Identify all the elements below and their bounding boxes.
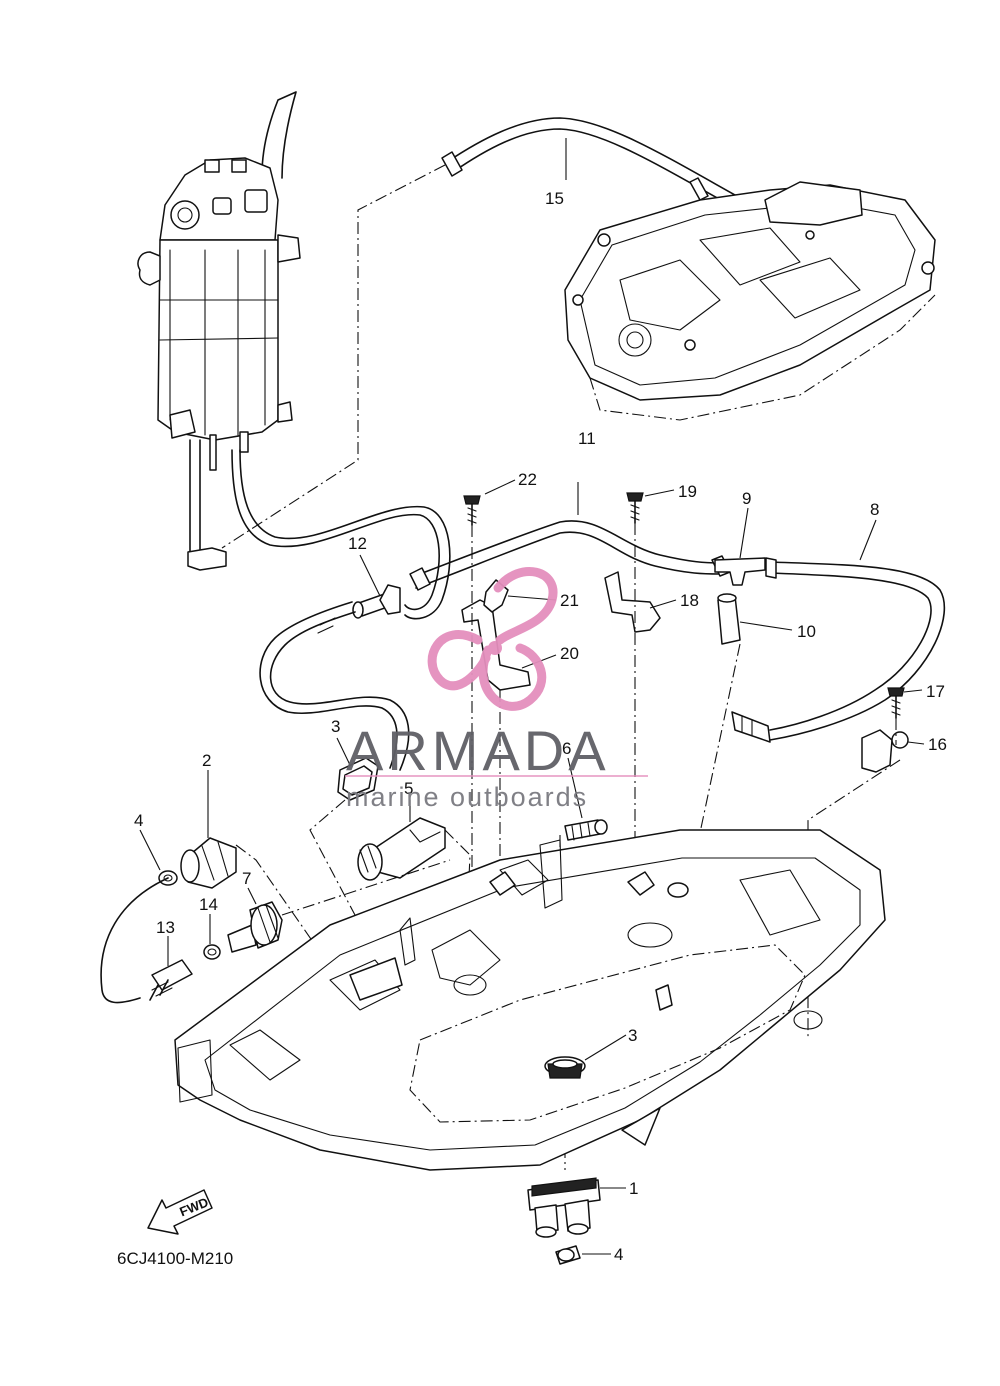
callout-18: 18	[680, 591, 699, 610]
callout-15: 15	[545, 189, 564, 208]
callout-8: 8	[870, 500, 879, 519]
joint-7	[227, 859, 451, 953]
upper-casing	[564, 181, 936, 421]
callout-14: 14	[199, 895, 218, 914]
bolt-17	[887, 687, 905, 719]
hose-13	[100, 877, 193, 1004]
hose-10	[717, 593, 741, 645]
hose-8	[731, 557, 946, 743]
drawing-code: 6CJ4100-M210	[117, 1249, 233, 1268]
callout-3-upper: 3	[331, 717, 340, 736]
joint-9	[714, 557, 766, 586]
bottom-cowling	[174, 829, 886, 1171]
bracket-18	[604, 571, 661, 633]
callout-10: 10	[797, 622, 816, 641]
callout-4-lower: 4	[614, 1245, 623, 1264]
callout-labels: 15 22 11 19 9 8 12 21 18 10 20 17 16 3 6…	[134, 189, 947, 1264]
vapor-separator-assembly	[137, 91, 451, 620]
callout-3-lower: 3	[628, 1026, 637, 1045]
callout-1: 1	[629, 1179, 638, 1198]
clip-14	[203, 944, 221, 960]
bolt-22	[463, 495, 481, 526]
callout-9: 9	[742, 489, 751, 508]
watermark: ARMADA marine outboards	[345, 567, 648, 812]
callout-6: 6	[562, 739, 571, 758]
callout-13: 13	[156, 918, 175, 937]
grommet-3-lower	[544, 1056, 586, 1079]
callout-12: 12	[348, 534, 367, 553]
joint-2	[180, 837, 337, 976]
joint-12	[259, 584, 410, 771]
fwd-arrow: FWD	[147, 1189, 213, 1235]
leader-lines	[139, 138, 925, 1255]
watermark-title: ARMADA	[346, 719, 610, 782]
callout-7: 7	[242, 869, 251, 888]
propeller-logo-icon	[427, 567, 558, 711]
callout-16: 16	[928, 735, 947, 754]
callout-11: 11	[578, 429, 596, 448]
callout-19: 19	[678, 482, 697, 501]
callout-22: 22	[518, 470, 537, 489]
grommet-3-upper	[309, 757, 393, 986]
callout-2: 2	[202, 751, 211, 770]
callout-20: 20	[560, 644, 579, 663]
joint-1	[527, 1177, 601, 1238]
clamp-16	[861, 729, 909, 773]
callout-21: 21	[560, 591, 579, 610]
sleeve-5	[357, 817, 471, 901]
callout-5: 5	[404, 779, 413, 798]
callout-4-upper: 4	[134, 811, 143, 830]
clip-4-lower	[555, 1245, 581, 1265]
bolt-19	[626, 492, 644, 524]
hose-11	[409, 520, 731, 591]
watermark-subtitle: marine outboards	[346, 782, 588, 812]
callout-17: 17	[926, 682, 945, 701]
